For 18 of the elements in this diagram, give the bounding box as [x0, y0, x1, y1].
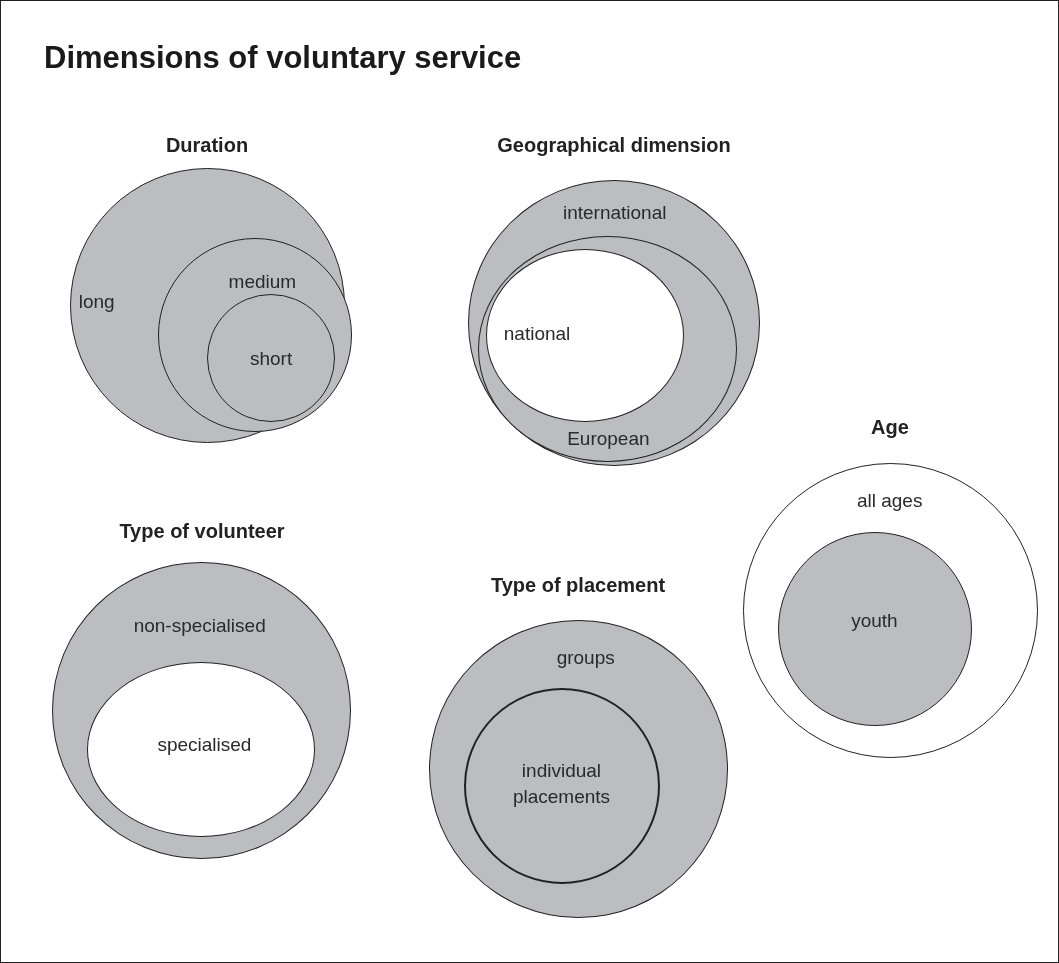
heading: Type of volunteer: [119, 520, 285, 543]
region-label: short: [249, 347, 293, 372]
heading: Geographical dimension: [497, 134, 731, 157]
diagram-title: Dimensions of voluntary service: [44, 40, 522, 76]
region-label: national: [503, 322, 571, 347]
heading: Type of placement: [490, 574, 666, 597]
region-label: groups: [556, 645, 615, 670]
region-label: long: [78, 289, 115, 314]
region-label: European: [567, 427, 650, 452]
heading: Duration: [165, 134, 249, 157]
region-label: medium: [228, 270, 297, 295]
heading: Age: [871, 416, 909, 439]
region-label: individual placements: [511, 759, 612, 810]
region-label: international: [562, 200, 667, 225]
region-label: non-specialised: [133, 613, 266, 638]
region-label: specialised: [157, 733, 252, 758]
region-label: all ages: [856, 488, 923, 513]
region-label: youth: [851, 609, 898, 634]
